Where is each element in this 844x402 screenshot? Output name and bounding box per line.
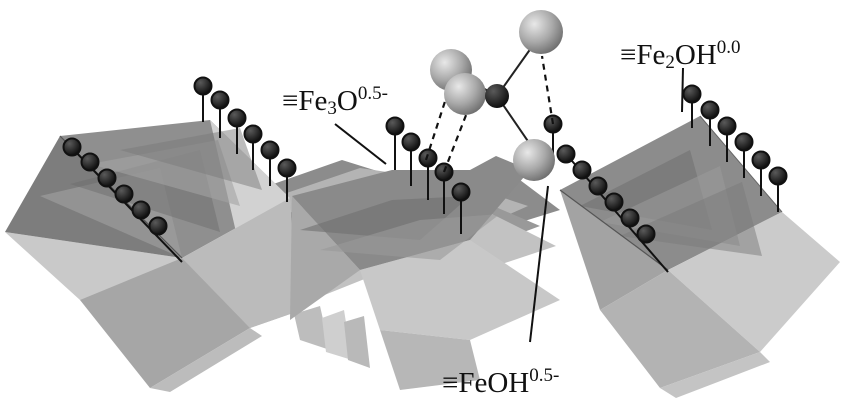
center-atom [485, 84, 509, 108]
oxygen-sphere-4 [513, 139, 555, 181]
label-fe3o: ≡Fe3O0.5- [282, 83, 388, 119]
adsorbed-molecule [424, 10, 563, 181]
center-sheet [290, 156, 560, 390]
oxygen-sites-left-edge [62, 137, 183, 263]
right-sheet [559, 115, 840, 398]
label-feoh: ≡FeOH0.5- [442, 365, 560, 399]
oxygen-sphere-3 [519, 10, 563, 54]
hydroxyl-sites-right [682, 84, 788, 212]
label-leaders [334, 67, 684, 343]
leader-fe3o [334, 123, 387, 165]
oxygen-sites-right-edge [556, 144, 669, 273]
leader-feoh [529, 185, 549, 343]
left-sheet [5, 120, 296, 392]
label-fe2oh: ≡Fe2OH0.0 [620, 37, 741, 73]
leader-fe2oh [681, 67, 684, 113]
hydroxyl-sites-left [193, 76, 297, 202]
hydroxyl-sites-center [385, 114, 563, 234]
oxygen-sphere-2 [444, 73, 486, 115]
